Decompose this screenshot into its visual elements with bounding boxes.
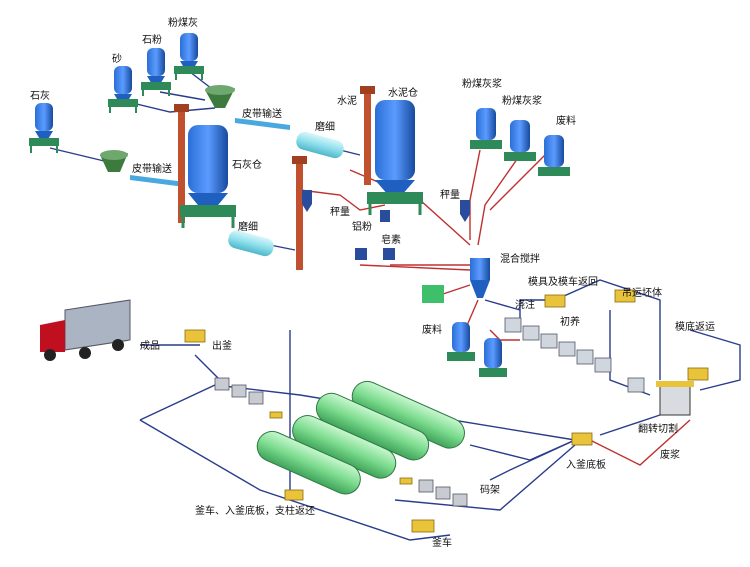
- delivery-truck: [40, 299, 131, 361]
- label-fly-ash-slurry-2: 粉煤灰浆: [502, 94, 542, 107]
- kettle-return-line: [139, 419, 451, 541]
- mold-carts-row: [504, 317, 645, 393]
- sand-silo: [108, 66, 138, 113]
- label-weighing-left: 秤量: [330, 206, 350, 218]
- ball-mill-bottom: [228, 230, 274, 257]
- bucket-elevator-2: [292, 156, 307, 270]
- flow-line: [469, 439, 576, 461]
- label-stone-powder: 石粉: [142, 33, 162, 46]
- waste-tank-bottom-2: [479, 338, 507, 377]
- mold-return-line: [519, 279, 661, 380]
- feed-pipe: [477, 154, 521, 246]
- mixer: [470, 258, 490, 298]
- flow-line: [339, 149, 361, 156]
- soap-liquid-unit: [383, 248, 395, 260]
- label-cement-silo: 水泥仓: [388, 86, 418, 99]
- label-stacking: 码架: [480, 484, 500, 496]
- label-aluminum-powder: 铝粉: [352, 220, 372, 233]
- flip-cutting-machine: [656, 381, 694, 416]
- label-fly-ash-slurry-1: 粉煤灰浆: [462, 77, 502, 90]
- bucket-elevator-1: [174, 104, 189, 223]
- label-flip-cutting: 翻转切割: [638, 422, 678, 435]
- label-mold-base-return: 模底返运: [675, 320, 715, 333]
- feed-pipe: [469, 149, 481, 240]
- stone-powder-silo: [141, 48, 171, 96]
- label-out-kettle: 出釜: [212, 339, 232, 352]
- crusher-hopper-left: [100, 150, 128, 172]
- label-finished-product: 成品: [140, 340, 160, 352]
- label-weighing-right: 秤量: [440, 189, 460, 201]
- weighing-scale-right: [460, 200, 470, 222]
- label-belt-conveyor-left: 皮带输送: [132, 162, 172, 175]
- flow-line: [484, 299, 521, 311]
- flow-line: [599, 414, 661, 436]
- label-waste-top: 废料: [556, 114, 576, 127]
- fly-ash-slurry-tank-1: [470, 108, 502, 149]
- label-cement: 水泥: [337, 94, 357, 107]
- label-mill-top: 磨细: [315, 120, 335, 133]
- label-lime-silo: 石灰仓: [232, 158, 262, 171]
- fly-ash-slurry-tank-2: [504, 120, 536, 161]
- label-soap-liquid: 皂素: [381, 233, 401, 246]
- waste-tank-bottom-1: [447, 322, 475, 361]
- label-pouring: 浇注: [515, 298, 535, 311]
- product-stacks: [214, 377, 468, 507]
- fly-ash-silo-top: [174, 33, 204, 80]
- weighing-scale-left: [302, 190, 312, 212]
- label-kettle-car: 釜车: [432, 536, 452, 549]
- feed-pipe: [299, 189, 386, 211]
- label-mill-bottom: 磨细: [238, 220, 258, 233]
- autoclaves: [256, 380, 465, 495]
- belt-conveyor-top: [235, 118, 290, 130]
- label-belt-conveyor-top: 皮带输送: [242, 107, 282, 120]
- label-sand: 砂: [112, 52, 122, 65]
- label-kettle-return: 釜车、入釜底板，支柱返还: [195, 504, 315, 517]
- flow-line: [269, 244, 296, 251]
- label-mold-return: 模具及模车返回: [528, 275, 598, 288]
- crusher-hopper-top: [205, 85, 235, 108]
- waste-slurry-line: [589, 419, 691, 466]
- yellow-cranes: [184, 289, 709, 533]
- waste-tank-top: [538, 135, 570, 176]
- label-lime: 石灰: [30, 89, 50, 102]
- label-crane-transfer: 吊运坯体: [622, 287, 662, 299]
- weighing-scale-cement: [380, 210, 390, 222]
- label-into-kettle-base: 入釜底板: [566, 458, 606, 471]
- feed-pipe: [359, 264, 471, 271]
- feed-pipe: [439, 284, 471, 296]
- cement-storage-silo: [367, 100, 423, 215]
- label-waste-bottom: 废料: [422, 323, 442, 336]
- lime-storage-silo: [180, 125, 236, 228]
- lime-silo-small: [29, 103, 59, 153]
- aluminum-powder-unit: [355, 248, 367, 260]
- label-mixing: 混合搅拌: [500, 252, 540, 265]
- label-pre-curing: 初养: [560, 315, 580, 328]
- mold-base-return-line: [689, 329, 741, 391]
- ball-mill-top: [296, 131, 344, 159]
- belt-conveyor-left: [130, 175, 185, 187]
- labels-layer: 粉煤灰 石粉 砂 石灰 皮带输送 皮带输送 磨细 磨细 石灰仓 水泥 水泥仓 秤…: [30, 16, 715, 549]
- label-fly-ash: 粉煤灰: [168, 16, 198, 29]
- label-waste-slurry: 废浆: [660, 448, 680, 461]
- flow-line: [394, 444, 576, 511]
- flow-line: [159, 91, 206, 101]
- bucket-elevator-3: [360, 86, 375, 185]
- green-pump: [422, 285, 444, 303]
